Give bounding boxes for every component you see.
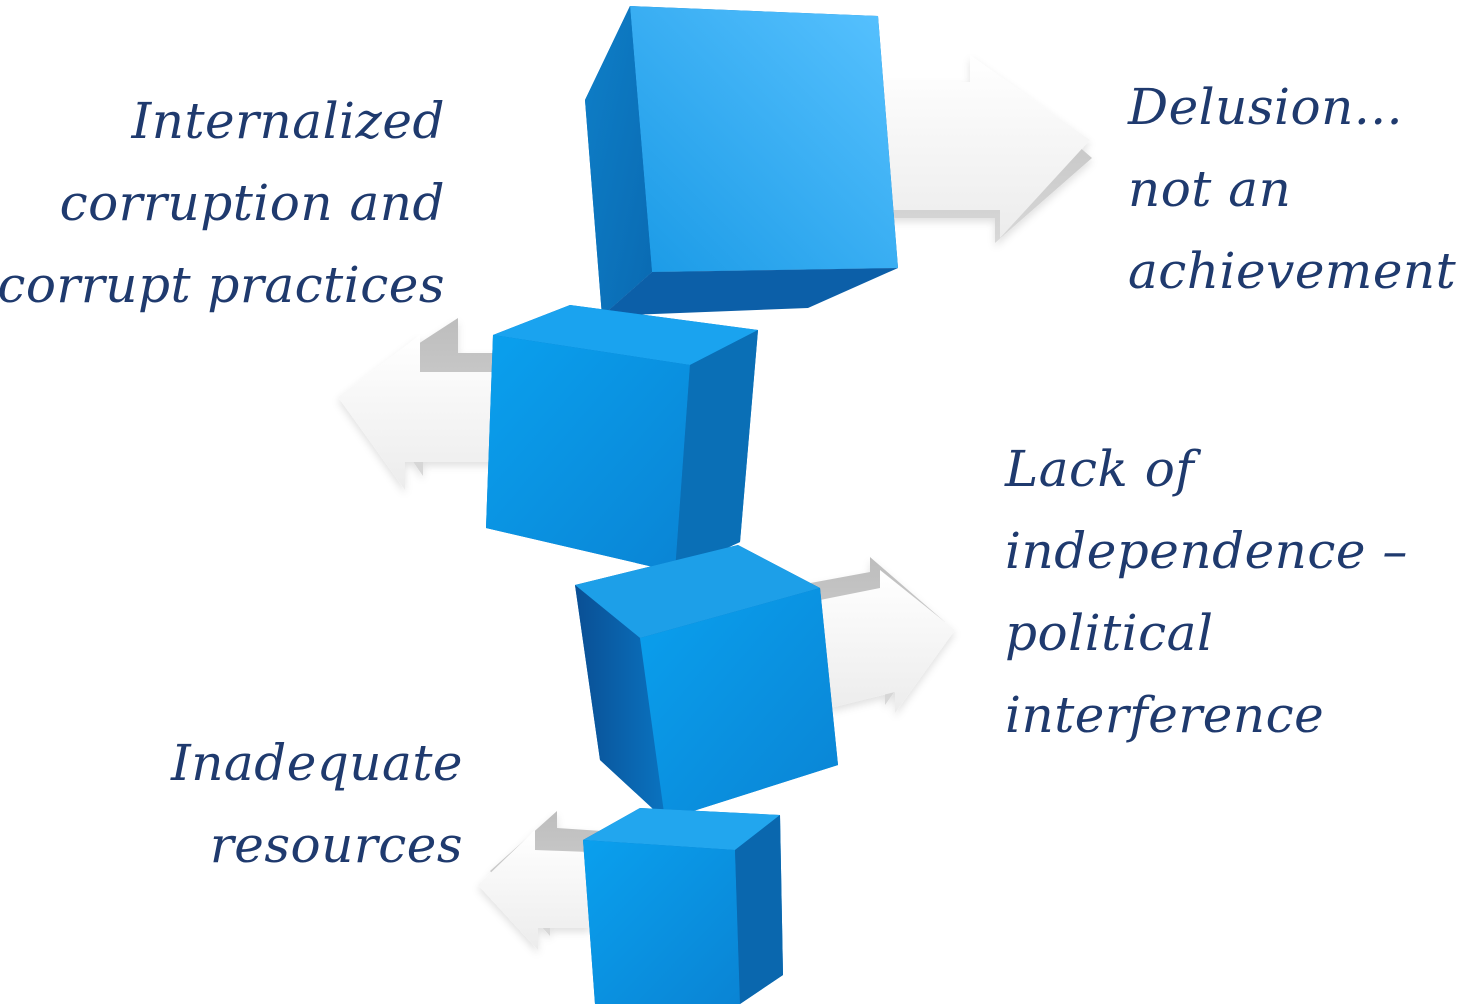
label-line: Delusion... [1128, 78, 1404, 136]
label-internalized-corruption: Internalized corruption and corrupt prac… [0, 80, 445, 326]
label-line: Lack of [1005, 440, 1195, 498]
label-line: resources [209, 816, 463, 874]
label-line: political [1005, 604, 1214, 662]
cube-bottom [583, 808, 783, 1004]
label-line: corruption and [59, 174, 445, 232]
label-line: achievement [1128, 242, 1457, 300]
cube-third [575, 545, 838, 820]
label-line: not an [1128, 160, 1292, 218]
label-line: corrupt practices [0, 256, 445, 314]
cube-second [486, 305, 758, 572]
label-inadequate-resources: Inadequate resources [171, 722, 463, 886]
label-delusion: Delusion... not an achievement [1128, 66, 1456, 312]
label-lack-of-independence: Lack of independence – political interfe… [1005, 428, 1408, 756]
label-line: Internalized [131, 92, 445, 150]
label-line: Inadequate [170, 734, 463, 792]
label-line: independence – [1005, 522, 1408, 580]
arrow-right-top [880, 55, 1092, 243]
label-line: interference [1005, 686, 1325, 744]
arrow-left-second [338, 318, 518, 490]
arrow-right-third [805, 557, 955, 713]
cube-top [585, 6, 898, 316]
arrow-left-bottom [478, 811, 602, 950]
